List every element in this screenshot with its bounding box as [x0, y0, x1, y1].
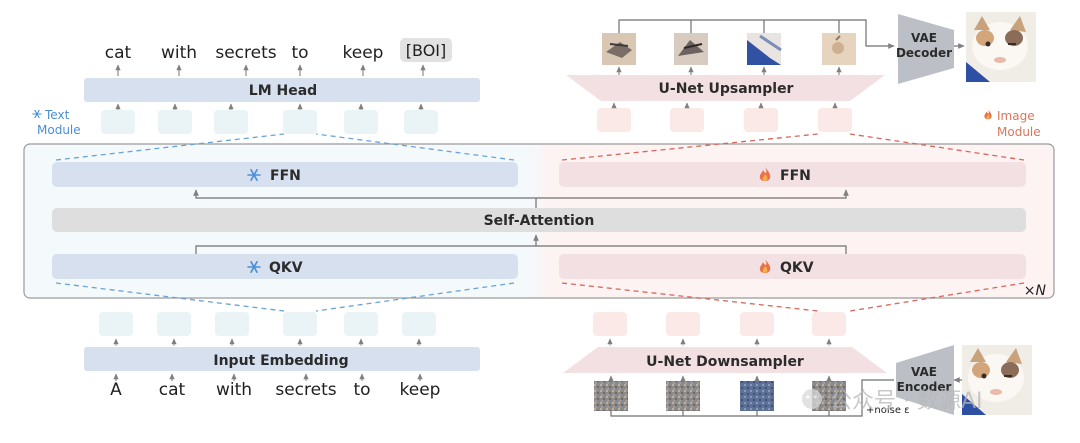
boi-token: [BOI]: [406, 41, 447, 60]
input-embedding-box: [84, 347, 480, 371]
vae-decoder-label-line1: VAE: [911, 31, 937, 45]
text-token-box: [101, 110, 135, 134]
text-token-box: [215, 312, 249, 336]
image-token-box: [597, 108, 631, 132]
unet-downsampler-shape: [563, 347, 887, 373]
image-token-arrows-top: [611, 102, 838, 109]
decoder-connector: [618, 19, 965, 49]
text-token-box: [157, 312, 191, 336]
output-token: keep: [343, 43, 384, 63]
text-token-box: [344, 312, 378, 336]
input-tokens: A cat with secrets to keep: [110, 380, 440, 400]
qkv-connector: [195, 234, 847, 254]
output-token: with: [161, 43, 197, 63]
image-token-box: [818, 108, 852, 132]
vae-decoder-label-line2: Decoder: [896, 46, 952, 60]
unet-downsampler-label: U-Net Downsampler: [646, 354, 804, 370]
input-cat-image: [962, 345, 1032, 415]
text-token-box: [283, 312, 317, 336]
image-token-boxes-top: [597, 108, 852, 132]
text-token-box: [158, 110, 192, 134]
output-token: cat: [105, 43, 132, 63]
image-patch: [822, 33, 856, 65]
noisy-patches: [594, 381, 846, 411]
lm-head-box: [84, 78, 480, 102]
image-module-label-line1: Image: [997, 109, 1035, 123]
output-cat-image: [966, 12, 1036, 82]
upsampler-arrows: [616, 66, 842, 75]
boi-token-box: [400, 38, 452, 62]
watermark-text: 公众号 · 数源AI: [830, 389, 983, 414]
wechat-icon: [802, 389, 822, 409]
text-token-box: [404, 110, 438, 134]
text-token-box: [283, 110, 317, 134]
vae-encoder-shape: [896, 345, 954, 415]
fire-icon: [984, 109, 992, 120]
ffn-connector: [193, 189, 849, 208]
lm-head-arrows: [115, 64, 426, 76]
input-token: secrets: [275, 380, 336, 400]
text-token-box: [214, 110, 248, 134]
text-qkv-box: [52, 254, 518, 279]
repeat-n-label: ×N: [1024, 283, 1047, 299]
watermark: 公众号 · 数源AI: [802, 389, 983, 414]
image-token-box: [593, 312, 627, 336]
image-qkv-box: [559, 254, 1026, 279]
text-module-label-line2: Module: [37, 123, 81, 137]
noisy-patch: [740, 381, 774, 411]
input-token: to: [353, 380, 370, 400]
output-tokens: cat with secrets to keep [BOI]: [105, 38, 452, 63]
noisy-patch: [666, 381, 700, 411]
input-token-arrows: [113, 373, 423, 381]
text-ffn-box: [52, 162, 518, 187]
lm-head-label: LM Head: [249, 83, 317, 99]
generated-patches: [602, 33, 856, 65]
text-qkv-label: QKV: [269, 260, 303, 276]
image-patch: [602, 33, 636, 65]
text-module-label-line1: Text: [44, 108, 70, 122]
vae-encoder-label-line1: VAE: [911, 365, 937, 379]
input-token: A: [110, 380, 122, 400]
image-patch: [674, 33, 708, 65]
image-token-box: [670, 108, 704, 132]
image-token-box: [812, 312, 846, 336]
self-attention-box: [52, 208, 1026, 232]
output-token: to: [291, 43, 308, 63]
text-top-fan: [55, 133, 515, 312]
unet-upsampler-shape: [566, 75, 885, 101]
image-qkv-label: QKV: [780, 260, 814, 276]
image-token-box: [744, 108, 778, 132]
text-token-boxes-bottom: [99, 312, 436, 336]
image-ffn-label: FFN: [780, 168, 811, 184]
text-token-arrows-top: [115, 103, 424, 110]
vae-encoder-label-line2: Encoder: [897, 380, 952, 394]
text-token-arrows-bottom: [113, 338, 422, 346]
image-token-boxes-bottom: [593, 312, 846, 336]
image-fan: [561, 133, 1025, 312]
output-token: secrets: [215, 43, 276, 63]
noise-label: +noise ε: [866, 405, 910, 416]
text-token-box: [402, 312, 436, 336]
input-token: with: [216, 380, 252, 400]
image-ffn-box: [559, 162, 1026, 187]
self-attention-label: Self-Attention: [484, 213, 595, 229]
downsampler-arrows: [608, 375, 832, 382]
text-token-boxes-top: [101, 110, 438, 134]
text-token-box: [344, 110, 378, 134]
image-module-label-line2: Module: [997, 125, 1041, 139]
image-token-arrows-bottom: [607, 338, 832, 346]
vae-decoder-shape: [898, 14, 954, 84]
input-token: keep: [400, 380, 441, 400]
snowflake-icon: [32, 109, 42, 119]
unet-upsampler-label: U-Net Upsampler: [659, 81, 794, 97]
text-ffn-label: FFN: [270, 168, 301, 184]
image-token-box: [740, 312, 774, 336]
image-token-box: [666, 312, 700, 336]
input-embedding-label: Input Embedding: [213, 353, 348, 369]
noisy-patch: [594, 381, 628, 411]
text-token-box: [99, 312, 133, 336]
input-token: cat: [159, 380, 186, 400]
image-patch: [747, 33, 782, 65]
